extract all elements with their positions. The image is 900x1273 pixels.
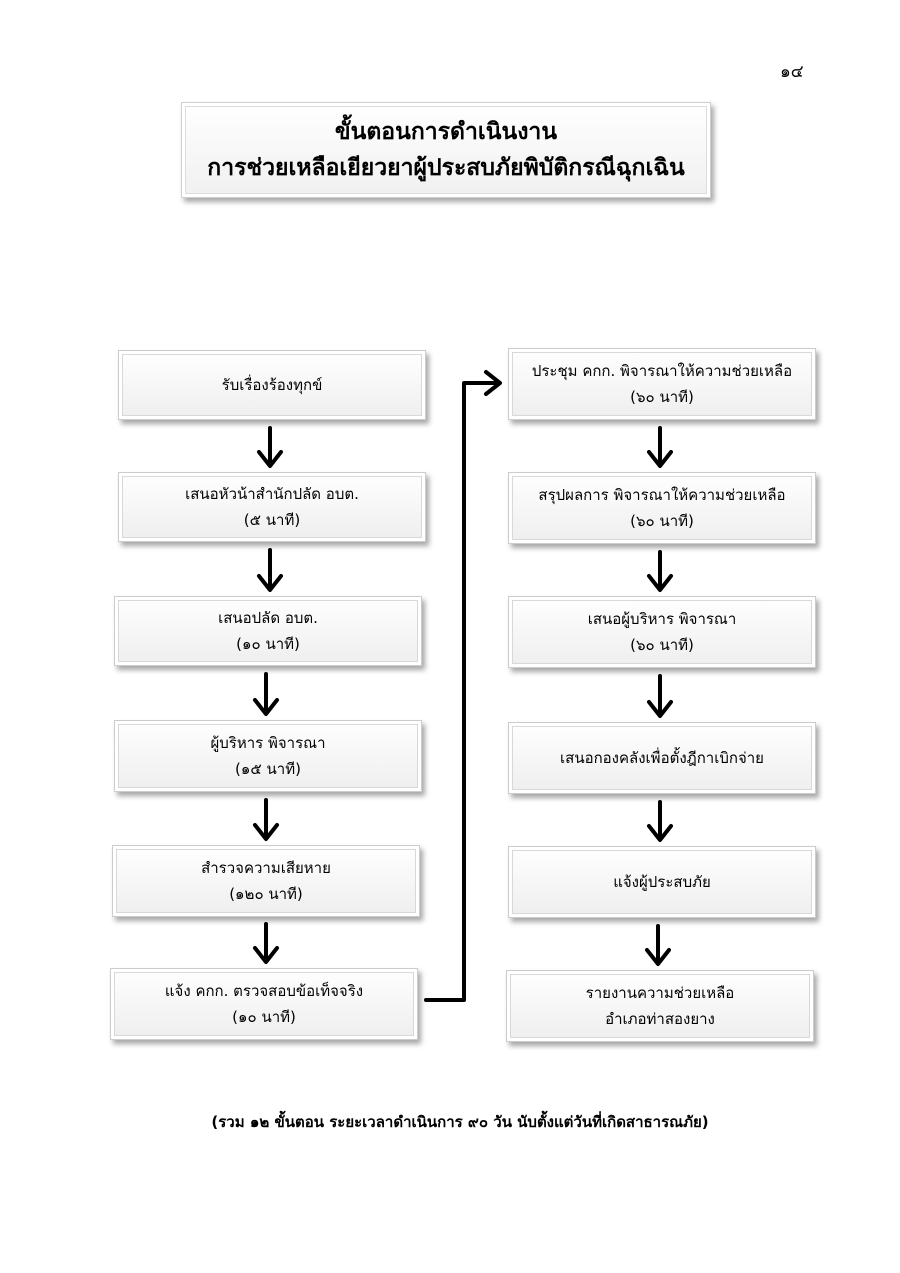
arrow-down-icon [647,674,673,718]
arrow-down-icon [253,672,279,716]
step-box-10: เสนอกองคลังเพื่อตั้งฎีกาเบิกจ่าย [508,722,816,794]
step-duration: (๖๐ นาที) [630,636,694,654]
step-label: เสนอผู้บริหาร พิจารณา [587,610,737,628]
arrow-down-icon [647,426,673,468]
step-box-6: แจ้ง คกก. ตรวจสอบข้อเท็จจริง (๑๐ นาที) [110,968,418,1040]
arrow-down-icon [253,922,279,964]
page-number: ๑๔ [780,62,804,82]
step-box-5: สำรวจความเสียหาย (๑๒๐ นาที) [112,845,420,917]
step-duration: (๖๐ นาที) [630,388,694,406]
arrow-down-icon [647,550,673,592]
step-duration: (๑๕ นาที) [235,760,301,778]
step-box-12: รายงานความช่วยเหลือ อำเภอท่าสองยาง [506,970,814,1042]
step-duration: (๕ นาที) [243,511,301,529]
step-label: เสนอหัวน้าสำนักปลัด อบต. [185,485,359,503]
step-label: แจ้ง คกก. ตรวจสอบข้อเท็จจริง [164,982,364,1000]
step-label: ผู้บริหาร พิจารณา [210,734,326,752]
step-box-2: เสนอหัวน้าสำนักปลัด อบต. (๕ นาที) [118,472,426,542]
arrow-down-icon [645,924,671,966]
step-label: รับเรื่องร้องทุกข์ [221,376,323,394]
arrow-down-icon [253,798,279,841]
step-duration: (๖๐ นาที) [630,512,694,530]
step-box-11: แจ้งผู้ประสบภัย [508,846,816,918]
step-label: เสนอปลัด อบต. [218,609,318,627]
step-label: สรุปผลการ พิจารณาให้ความช่วยเหลือ [538,486,786,504]
step-box-4: ผู้บริหาร พิจารณา (๑๕ นาที) [114,720,422,792]
step-label: เสนอกองคลังเพื่อตั้งฎีกาเบิกจ่าย [560,749,764,767]
footer-note: (รวม ๑๒ ขั้นตอน ระยะเวลาดำเนินการ ๙๐ วัน… [211,1113,709,1131]
arrow-down-icon [257,426,283,468]
step-duration: (๑๐ นาที) [236,635,300,653]
title-line-2: การช่วยเหลือเยียวยาผู้ประสบภัยพิบัติกรณี… [207,155,685,181]
step-label: ประชุม คกก. พิจารณาให้ความช่วยเหลือ [531,362,793,380]
arrow-right-icon [424,370,502,1002]
step-box-1: รับเรื่องร้องทุกข์ [118,350,426,420]
step-duration: (๑๐ นาที) [232,1008,296,1026]
step-box-7: ประชุม คกก. พิจารณาให้ความช่วยเหลือ (๖๐ … [508,348,816,420]
step-duration: (๑๒๐ นาที) [229,885,303,903]
step-box-3: เสนอปลัด อบต. (๑๐ นาที) [114,596,422,666]
step-label: สำรวจความเสียหาย [201,859,331,877]
title-line-1: ขั้นตอนการดำเนินงาน [334,119,558,145]
step-duration: อำเภอท่าสองยาง [605,1010,715,1028]
arrow-down-icon [257,548,283,592]
arrow-down-icon [647,800,673,842]
step-box-8: สรุปผลการ พิจารณาให้ความช่วยเหลือ (๖๐ นา… [508,472,816,544]
step-box-9: เสนอผู้บริหาร พิจารณา (๖๐ นาที) [508,596,816,668]
title-box: ขั้นตอนการดำเนินงาน การช่วยเหลือเยียวยาผ… [181,102,711,198]
step-label: แจ้งผู้ประสบภัย [613,873,711,891]
step-label: รายงานความช่วยเหลือ [585,984,735,1002]
